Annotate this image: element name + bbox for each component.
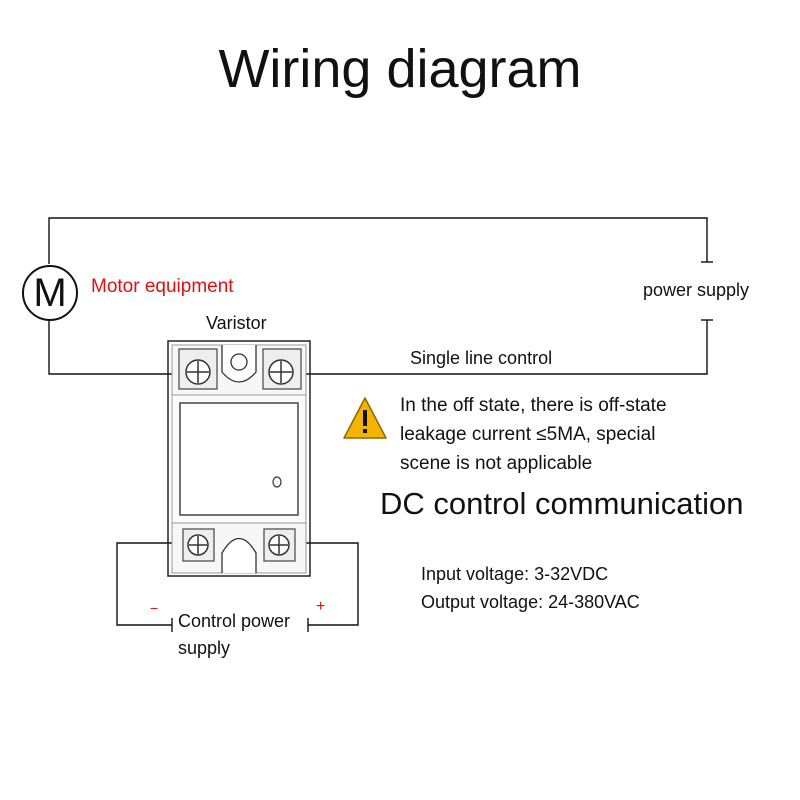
control-power-line: Control power [178,611,291,631]
output-voltage-spec: Output voltage: 24-380VAC [421,592,640,612]
warning-triangle-icon [343,397,387,439]
control-power-line: supply [178,638,231,658]
positive-terminal-sign: + [316,598,326,615]
single-line-control-label: Single line control [410,348,553,368]
dc-control-heading: DC control communication [380,486,744,521]
motor-label: Motor equipment [91,276,234,297]
warning-line: leakage current ≤5MA, special [400,424,656,445]
warning-text: In the off state, there is off-state lea… [400,391,667,478]
warning-line: scene is not applicable [400,453,593,474]
solid-state-relay [167,340,311,577]
control-power-supply-label: Control power supply [178,608,290,662]
page-title: Wiring diagram [218,39,582,99]
input-voltage-spec: Input voltage: 3-32VDC [421,564,609,584]
control-wires [116,542,359,632]
negative-terminal-sign: − [150,600,159,616]
power-supply-label: power supply [643,280,750,300]
warning-line: In the off state, there is off-state [400,395,667,416]
varistor-label: Varistor [206,313,267,333]
motor-symbol: M [22,265,78,321]
ac-load-wires [48,217,713,375]
